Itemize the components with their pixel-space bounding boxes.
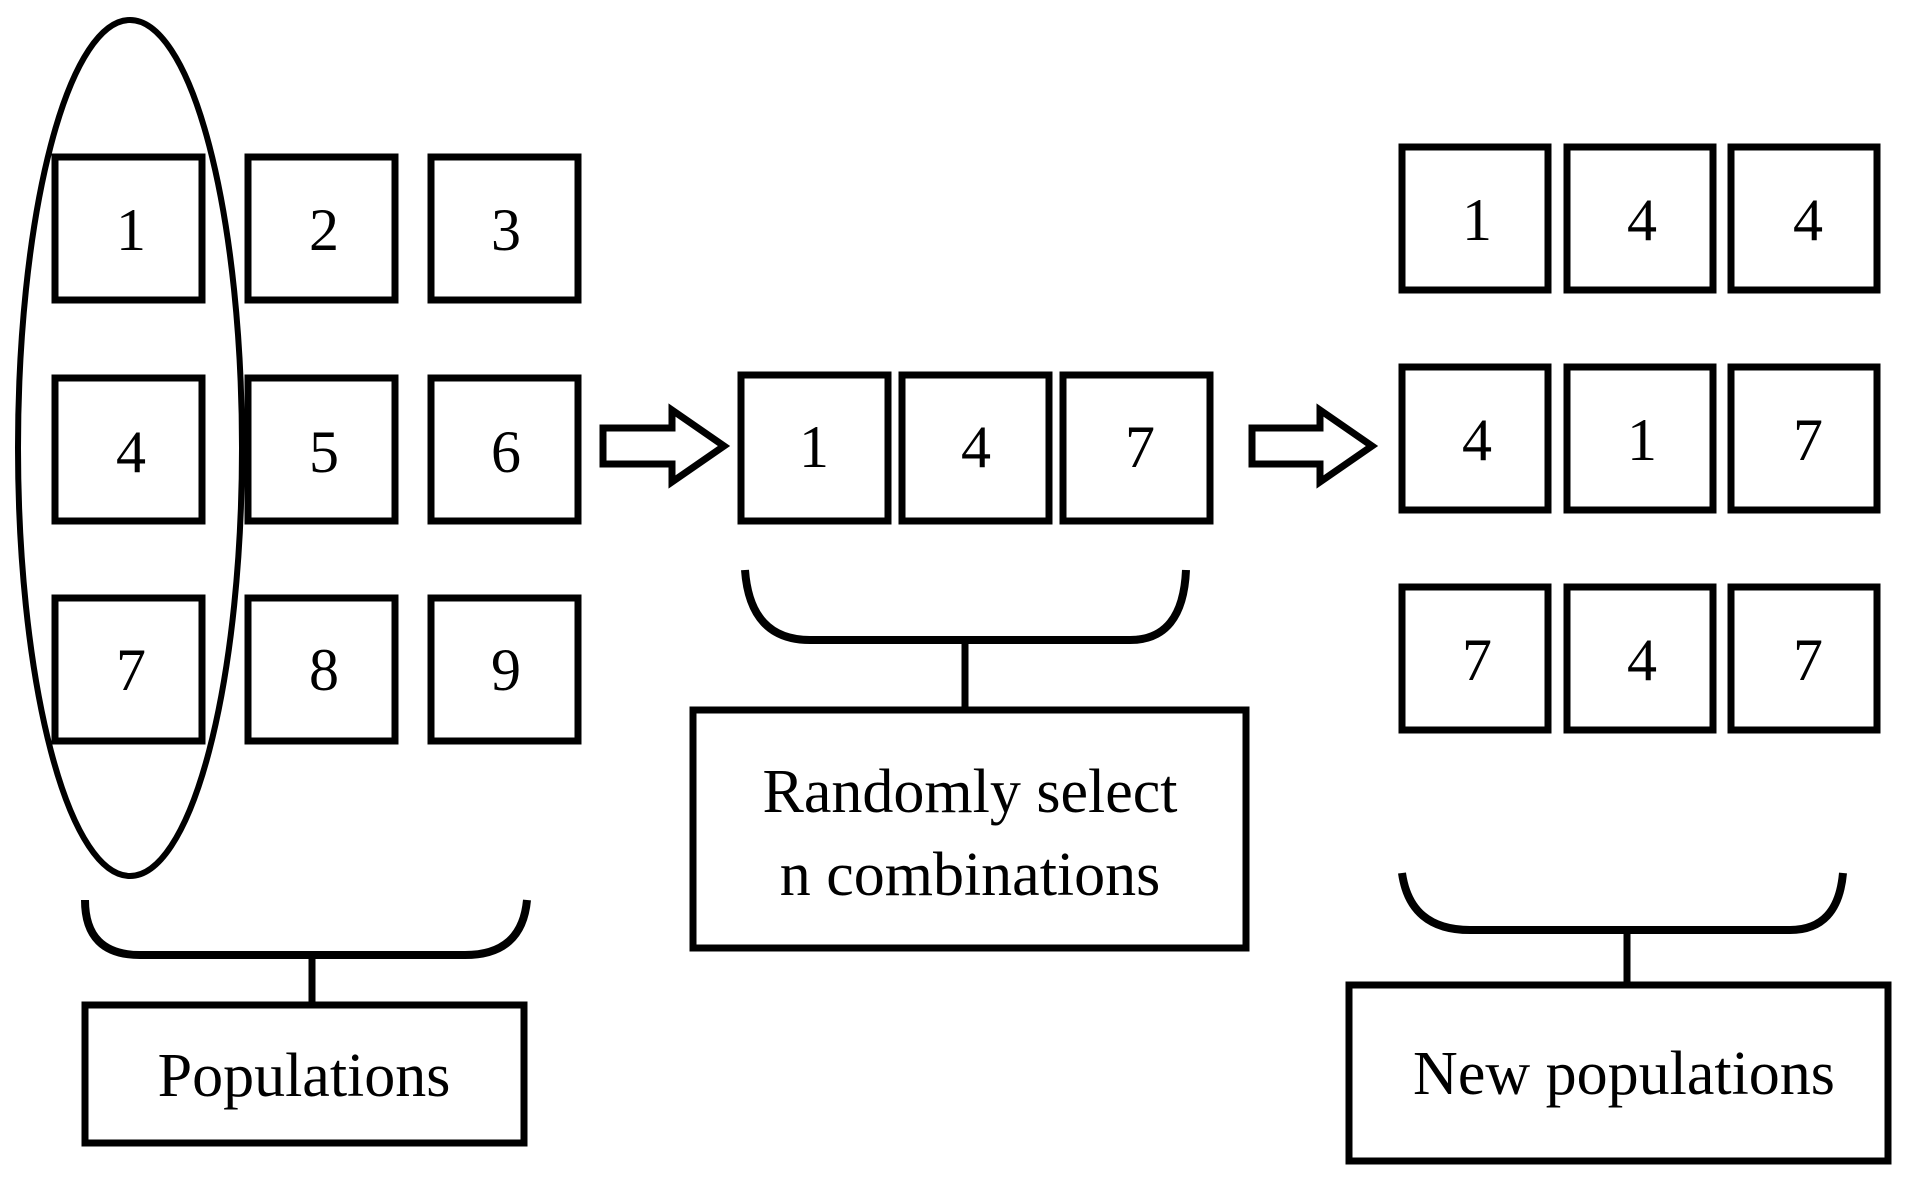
new-population-number-1: 1 (1462, 187, 1492, 253)
population-number-5: 5 (309, 419, 339, 485)
population-cell-7 (51, 594, 206, 745)
selection-number-3: 7 (1125, 414, 1155, 480)
new-populations-brace (1398, 872, 1847, 934)
new-populations-label-box (1345, 981, 1892, 1165)
population-number-7: 7 (116, 637, 146, 703)
population-cell-9 (427, 594, 582, 745)
selection-numbers: 1 4 7 (799, 414, 1155, 480)
population-number-8: 8 (309, 637, 339, 703)
new-population-cell-7 (1398, 583, 1552, 734)
selection-row (737, 371, 1214, 525)
selection-cell-1 (737, 371, 892, 525)
selection-label-line1: Randomly select (763, 758, 1178, 826)
population-number-4: 4 (116, 419, 146, 485)
population-cell-4 (51, 374, 206, 525)
population-grid (51, 153, 582, 745)
selection-brace (741, 569, 1190, 644)
selection-cell-3 (1059, 371, 1214, 525)
arrow-right-icon (1248, 403, 1379, 489)
new-populations-label: New populations (1413, 1040, 1835, 1108)
population-numbers: 1 2 3 4 5 6 7 8 9 (116, 197, 521, 703)
population-cell-5 (244, 374, 399, 525)
new-population-cell-5 (1563, 363, 1717, 514)
new-population-number-7: 7 (1462, 627, 1492, 693)
populations-brace (81, 899, 531, 959)
selection-number-1: 1 (799, 414, 829, 480)
new-population-cell-2 (1563, 143, 1717, 294)
new-population-number-4: 4 (1462, 407, 1492, 473)
new-population-number-2: 4 (1627, 187, 1657, 253)
new-population-number-9: 7 (1793, 627, 1823, 693)
column-highlight-ellipse (15, 17, 245, 879)
new-population-cell-1 (1398, 143, 1552, 294)
new-population-cell-4 (1398, 363, 1552, 514)
new-population-number-8: 4 (1627, 627, 1657, 693)
selection-cell-2 (898, 371, 1053, 525)
population-number-6: 6 (491, 419, 521, 485)
new-population-cell-8 (1563, 583, 1717, 734)
new-population-grid (1398, 143, 1881, 734)
new-population-number-3: 4 (1793, 187, 1823, 253)
populations-label-box (81, 1001, 528, 1147)
new-population-number-5: 1 (1627, 407, 1657, 473)
population-cell-2 (244, 153, 399, 304)
new-population-numbers: 1 4 4 4 1 7 7 4 7 (1462, 187, 1823, 693)
population-cell-6 (427, 374, 582, 525)
population-cell-8 (244, 594, 399, 745)
selection-label-box (689, 706, 1250, 952)
population-cell-3 (427, 153, 582, 304)
new-population-number-6: 7 (1793, 407, 1823, 473)
population-cell-1 (51, 153, 206, 304)
population-number-3: 3 (491, 197, 521, 263)
arrow-right-icon (599, 403, 731, 489)
new-population-cell-9 (1727, 583, 1881, 734)
new-population-cell-6 (1727, 363, 1881, 514)
selection-number-2: 4 (961, 414, 991, 480)
populations-label: Populations (158, 1042, 451, 1110)
population-number-1: 1 (116, 197, 146, 263)
selection-label-line2: n combinations (780, 841, 1161, 909)
population-number-2: 2 (309, 197, 339, 263)
new-population-cell-3 (1727, 143, 1881, 294)
population-number-9: 9 (491, 637, 521, 703)
